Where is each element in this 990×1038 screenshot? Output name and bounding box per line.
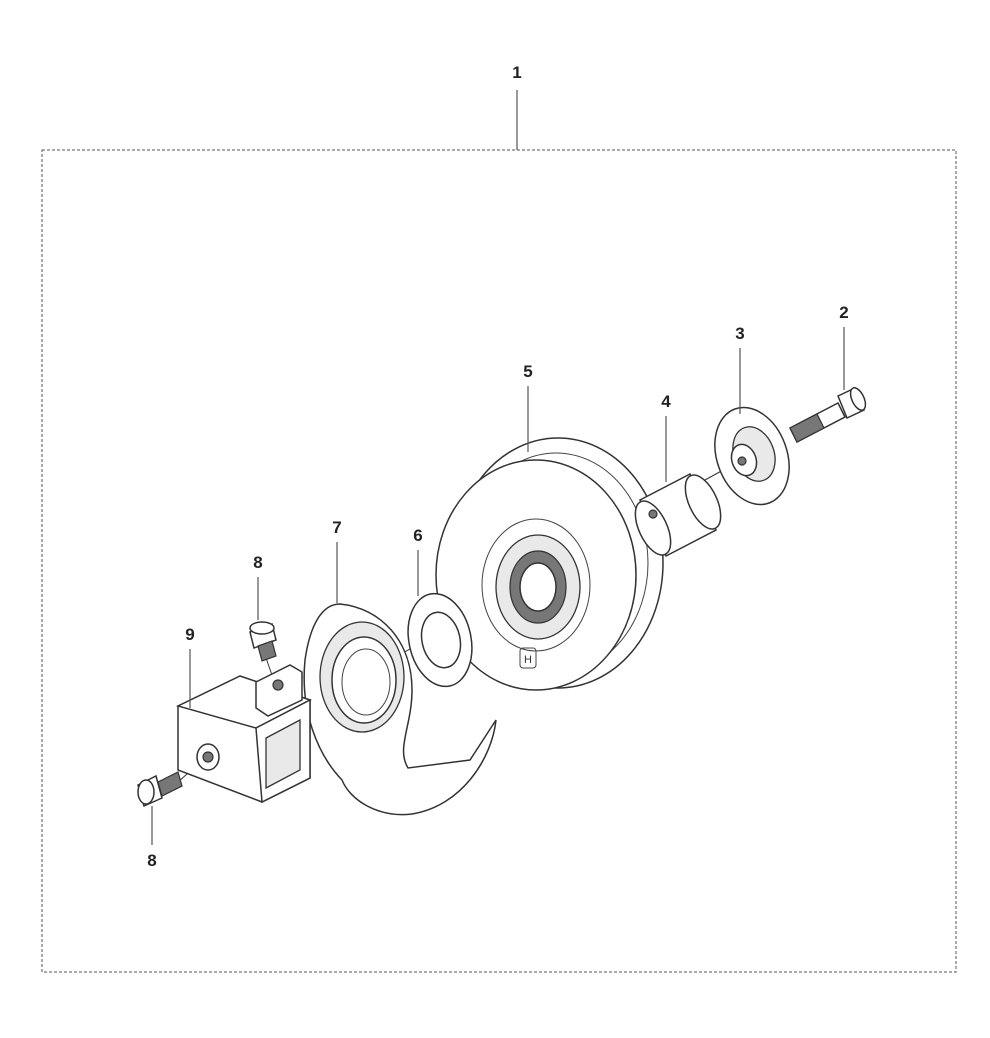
callout-9: 9 xyxy=(185,625,194,644)
callout-2: 2 xyxy=(839,303,848,322)
callout-1: 1 xyxy=(512,63,521,82)
top-set-bolt xyxy=(249,621,277,662)
callout-6: 6 xyxy=(413,526,422,545)
callout-5: 5 xyxy=(523,362,532,381)
callout-3: 3 xyxy=(735,324,744,343)
bolt xyxy=(788,386,867,444)
assembly-frame xyxy=(41,149,957,973)
callout-4: 4 xyxy=(661,392,671,411)
side-bolt xyxy=(137,771,183,808)
callout-8-bottom: 8 xyxy=(147,851,156,870)
flat-washer xyxy=(407,592,473,688)
flange-washer xyxy=(714,406,790,506)
svg-text:H: H xyxy=(524,654,532,666)
spacer-sleeve xyxy=(634,472,722,558)
square-clamp xyxy=(175,664,312,804)
pulley-wheel: H xyxy=(435,437,664,691)
mounting-bracket xyxy=(303,603,497,816)
callout-7: 7 xyxy=(332,518,341,537)
callout-8-top: 8 xyxy=(253,553,262,572)
